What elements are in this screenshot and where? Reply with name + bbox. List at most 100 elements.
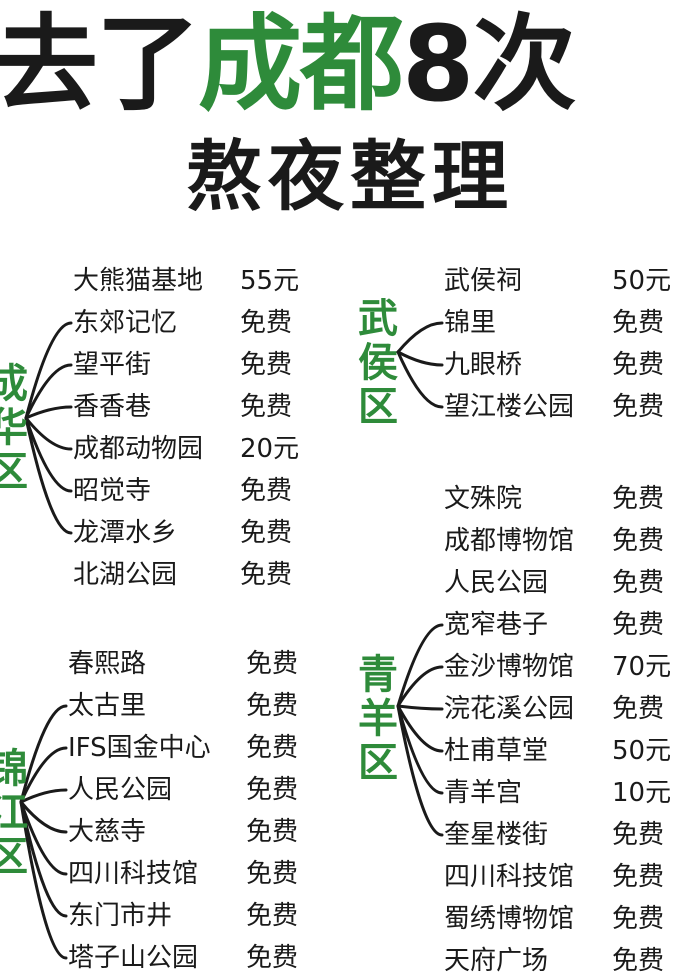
- district-char: 区: [358, 384, 398, 430]
- attraction-price: 55元: [240, 266, 300, 296]
- attraction-price: 免费: [246, 691, 299, 721]
- attraction-name: 人民公园: [444, 568, 549, 598]
- attraction-price: 免费: [612, 350, 665, 380]
- attraction-name: 天府广场: [444, 946, 549, 976]
- attraction-name: 香香巷: [73, 392, 152, 422]
- attraction-name: 成都博物馆: [444, 526, 575, 556]
- attraction-name: 青羊宫: [444, 778, 523, 808]
- attraction-name: 北湖公园: [73, 560, 178, 590]
- district-label-wuhou: 武侯区: [356, 297, 400, 429]
- attraction-row: 金沙博物馆 70元: [444, 649, 700, 685]
- attraction-row: 九眼桥 免费: [444, 347, 700, 383]
- attraction-row: 四川科技馆 免费: [444, 859, 700, 895]
- attraction-name: 太古里: [68, 691, 147, 721]
- attraction-row: 望江楼公园免费: [444, 389, 700, 425]
- attraction-row: 蜀绣博物馆 免费: [444, 901, 700, 937]
- connector-line: [396, 350, 444, 367]
- attraction-name: 东门市井: [68, 901, 173, 931]
- connector-line: [24, 321, 73, 420]
- attraction-price: 免费: [612, 694, 665, 724]
- connector-line: [396, 350, 444, 409]
- connector-line: [396, 704, 444, 795]
- attraction-row: 浣花溪公园 免费: [444, 691, 700, 727]
- attraction-price: 免费: [246, 943, 299, 973]
- connector-line: [396, 704, 444, 711]
- district-char: 羊: [358, 696, 398, 742]
- attraction-row: 大熊猫基地 55元: [73, 263, 329, 299]
- attraction-price: 50元: [612, 736, 672, 766]
- attraction-price: 免费: [246, 649, 299, 679]
- attraction-name: 大熊猫基地: [73, 266, 204, 296]
- district-char: 江: [0, 790, 28, 836]
- attraction-row: 奎星楼街免费: [444, 817, 700, 853]
- attraction-name: 大慈寺: [68, 817, 147, 847]
- attraction-name: 四川科技馆: [444, 862, 575, 892]
- attraction-price: 免费: [612, 820, 665, 850]
- attraction-price: 免费: [612, 484, 665, 514]
- attraction-row: 昭觉寺免费: [73, 473, 329, 509]
- connector-line: [396, 704, 444, 837]
- attraction-price: 免费: [240, 350, 293, 380]
- attraction-row: 龙潭水乡免费: [73, 515, 329, 551]
- attraction-price: 免费: [240, 392, 293, 422]
- attraction-row: 人民公园 免费: [444, 565, 700, 601]
- attraction-name: 蜀绣博物馆: [444, 904, 575, 934]
- attraction-price: 免费: [612, 526, 665, 556]
- attraction-price: 免费: [246, 901, 299, 931]
- district-char: 锦: [0, 746, 28, 792]
- attraction-price: 免费: [240, 518, 293, 548]
- attraction-name: 九眼桥: [444, 350, 523, 380]
- connector-line: [24, 363, 73, 420]
- main-title: 去了成都8次: [0, 8, 700, 120]
- district-char: 区: [358, 740, 398, 786]
- attraction-row: 东门市井 免费: [68, 898, 324, 934]
- attraction-price: 免费: [246, 859, 299, 889]
- connector-line: [24, 416, 73, 535]
- district-label-qingyang: 青羊区: [356, 653, 400, 785]
- title-part2: 8次: [402, 3, 576, 125]
- attraction-name: 浣花溪公园: [444, 694, 575, 724]
- attraction-row: 四川科技馆 免费: [68, 856, 324, 892]
- attraction-price: 50元: [612, 266, 672, 296]
- attraction-row: 太古里 免费: [68, 688, 324, 724]
- attraction-row: 春熙路 免费: [68, 646, 324, 682]
- attraction-price: 免费: [612, 862, 665, 892]
- connector-line: [24, 416, 73, 451]
- attraction-row: 人民公园 免费: [68, 772, 324, 808]
- attraction-name: 杜甫草堂: [444, 736, 549, 766]
- attraction-name: 金沙博物馆: [444, 652, 575, 682]
- district-char: 武: [358, 296, 398, 342]
- attraction-price: 免费: [246, 775, 299, 805]
- connector-line: [24, 405, 73, 420]
- attraction-name: 宽窄巷子: [444, 610, 549, 640]
- attraction-name: 武侯祠: [444, 266, 523, 296]
- attraction-row: 东郊记忆免费: [73, 305, 329, 341]
- district-char: 侯: [358, 340, 398, 386]
- connector-line: [396, 623, 444, 708]
- attraction-price: 免费: [246, 817, 299, 847]
- connector-line: [396, 704, 444, 753]
- district-label-chenghua: 成华区: [0, 362, 30, 494]
- attraction-price: 免费: [612, 308, 665, 338]
- attraction-name: 东郊记忆: [73, 308, 178, 338]
- attraction-price: 70元: [612, 652, 672, 682]
- attraction-name: 四川科技馆: [68, 859, 199, 889]
- attraction-row: 成都博物馆 免费: [444, 523, 700, 559]
- attraction-name: 人民公园: [68, 775, 173, 805]
- attraction-price: 免费: [612, 904, 665, 934]
- attraction-price: 20元: [240, 434, 300, 464]
- attraction-row: 宽窄巷子 免费: [444, 607, 700, 643]
- attraction-row: 文殊院免费: [444, 481, 700, 517]
- attraction-row: 杜甫草堂 50元: [444, 733, 700, 769]
- attraction-name: 春熙路: [68, 649, 147, 679]
- subtitle: 熬夜整理: [186, 132, 514, 221]
- attraction-name: 成都动物园: [73, 434, 204, 464]
- attraction-name: 昭觉寺: [73, 476, 152, 506]
- attraction-price: 免费: [240, 560, 293, 590]
- attraction-price: 免费: [612, 610, 665, 640]
- attraction-row: IFS国金中心免费: [68, 730, 324, 766]
- district-char: 青: [358, 652, 398, 698]
- attraction-price: 免费: [612, 568, 665, 598]
- attraction-name: IFS国金中心: [68, 733, 211, 763]
